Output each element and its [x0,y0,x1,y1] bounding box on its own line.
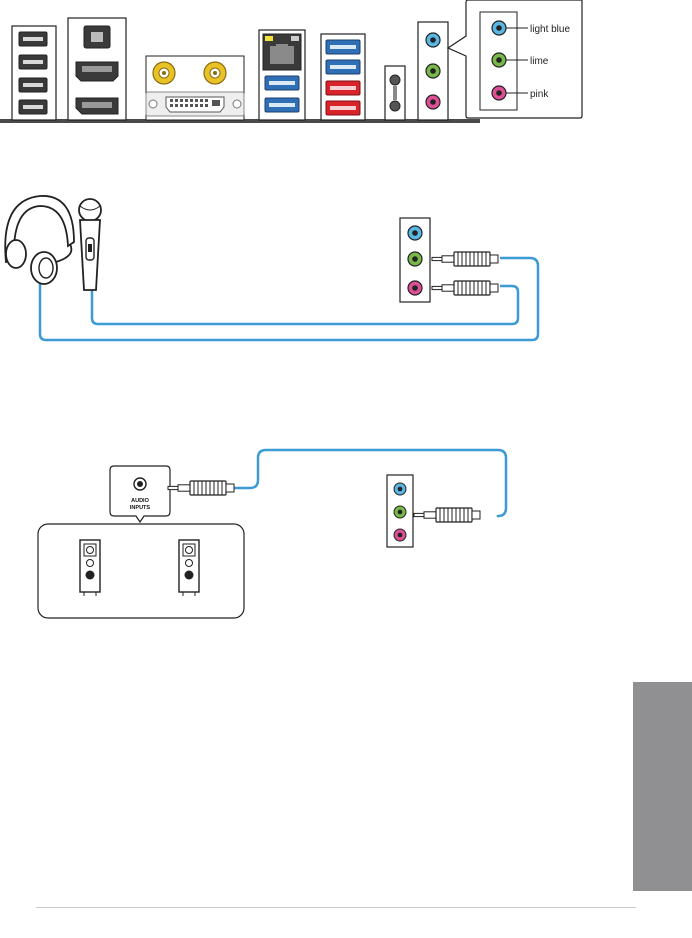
speakers-box [38,524,244,618]
audio-jack-panel [418,22,448,120]
pink-jack [394,529,406,541]
pink-jack [408,281,422,295]
footer-divider [36,907,636,908]
speaker-icon [179,540,199,596]
speaker-connection: AUDIO INPUTS [38,450,506,618]
lime-jack [426,64,440,78]
chapter-side-tab [633,682,692,891]
lime-jack [394,506,406,518]
dvi-port-icon [146,92,244,116]
legend-light-blue-jack [492,21,506,35]
usb-port-icon [12,26,56,120]
speaker-icon [80,540,100,596]
light-blue-jack [426,33,440,47]
headphone-cable [40,258,538,340]
audio-plug-icon [432,252,498,266]
hdmi-port-icon [68,18,126,120]
microphone-icon [79,199,101,290]
lan-port-icon [259,30,305,120]
audio-jack-panel [387,475,413,547]
legend-label-lime: lime [530,56,549,67]
pink-jack [426,95,440,109]
legend-label-light-blue: light blue [530,24,570,35]
audio-plug-icon [414,508,480,522]
jack-color-legend: light blue lime pink [448,0,582,118]
rear-io-panel: light blue lime pink [0,0,582,121]
legend-lime-jack [492,53,506,67]
legend-pink-jack [492,86,506,100]
amplifier-input-box: AUDIO INPUTS [110,466,170,522]
light-blue-jack [408,226,422,240]
audio-plug-icon [168,481,234,495]
audio-plug-icon [432,281,498,295]
clear-cmos-button-icon [385,66,405,120]
audio-inputs-label-line1: AUDIO [131,498,149,504]
speaker-cable [232,450,506,516]
light-blue-jack [394,483,406,495]
audio-jack-panel [400,218,430,302]
legend-label-pink: pink [530,89,549,100]
audio-inputs-label-line2: INPUTS [130,505,151,511]
usb-port-icon [321,34,365,120]
lime-jack [408,252,422,266]
headphone-icon [5,196,74,284]
headphone-mic-connection [5,196,538,340]
